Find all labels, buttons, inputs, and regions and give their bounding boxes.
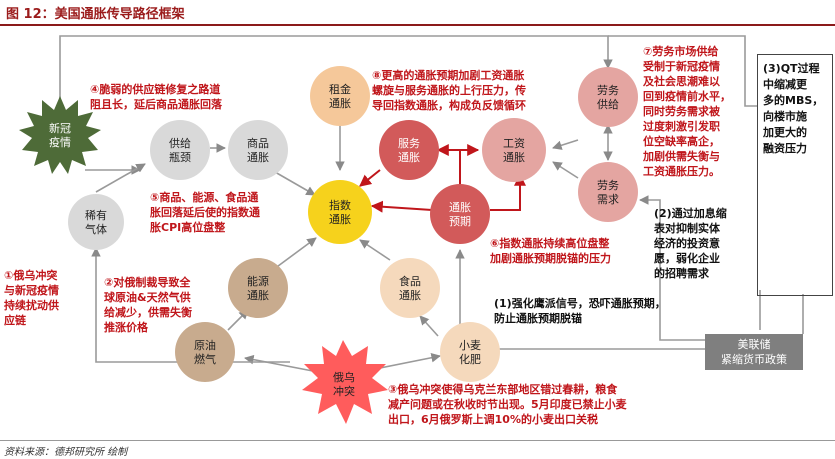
svg-text:预期: 预期 (449, 215, 471, 228)
node-food-inflation: 食品 通胀 (380, 258, 440, 318)
arrow-covid-labsupply (59, 35, 613, 128)
svg-text:气体: 气体 (85, 222, 107, 236)
arrow-goods-core (274, 171, 316, 196)
annotation-8: ⑧更高的通胀预期加剧工资通胀螺旋与服务通胀的上行压力，传 导回指数通胀，构成负反… (372, 69, 526, 112)
svg-text:小麦: 小麦 (459, 339, 481, 352)
svg-text:劳务: 劳务 (597, 179, 619, 192)
svg-text:通胀: 通胀 (247, 289, 269, 302)
node-labor-demand: 劳务 需求 (578, 162, 638, 222)
annotation-4: ④脆弱的供应链修复之路道阻且长，延后商品通胀回落 (90, 83, 222, 111)
svg-text:瓶颈: 瓶颈 (169, 150, 191, 164)
arrow-expect-wage (459, 144, 480, 188)
node-war-line2: 冲突 (333, 384, 355, 398)
svg-text:化肥: 化肥 (459, 352, 481, 366)
svg-text:供给: 供给 (169, 136, 191, 150)
node-core-inflation: 指数 通胀 (308, 180, 372, 244)
node-wheat-fertilizer: 小麦 化肥 (440, 322, 500, 382)
arrow-war-oil (244, 354, 319, 373)
policy-1-text: (1)强化鹰派信号，恐吓通胀预期，防止通胀预期脱锚 (494, 297, 666, 325)
footer-divider (0, 440, 835, 441)
node-energy-inflation: 能源 通胀 (228, 258, 288, 318)
feedback-loop (359, 144, 526, 213)
node-wage-inflation: 工资 通胀 (482, 118, 546, 182)
annotation-6: ⑥指数通胀持续高位盘整加剧通胀预期脱锚的压力 (490, 237, 611, 265)
covid-burst-icon (19, 96, 101, 174)
line-fed-qt (608, 35, 757, 107)
arrow-labdemand-wage (552, 161, 579, 179)
arrow-services-core (359, 169, 381, 187)
annotation-5: ⑤商品、能源、食品通胀回落延后使的指数通 胀CPI高位盘整 (150, 191, 260, 234)
arrow-food-core (359, 239, 391, 261)
svg-text:通胀: 通胀 (503, 151, 525, 164)
source-note: 资料来源：德邦研究所 绘制 (4, 447, 128, 458)
svg-text:能源: 能源 (247, 274, 269, 288)
node-rent-inflation: 租金 通胀 (310, 66, 370, 126)
svg-text:需求: 需求 (597, 193, 619, 206)
policy-3-text: (3)QT过程中缩减更 多的MBS，向楼市施 加更大的融资压力 (763, 62, 824, 155)
node-inflation-expectations: 通胀 预期 (430, 184, 490, 244)
svg-text:通胀: 通胀 (247, 151, 269, 164)
figure-title: 图 12：美国通胀传导路径框架 (6, 7, 185, 22)
node-rare-gas: 稀有 气体 (68, 194, 124, 250)
policy-3-box: (3)QT过程中缩减更 多的MBS，向楼市施 加更大的融资压力 (757, 54, 833, 296)
arrow-expect-wage-2 (490, 173, 526, 211)
annotation-1: ①俄乌冲突与新冠疫情 持续扰动供应链 (4, 269, 59, 327)
arrow-labsupply-wage (552, 139, 579, 150)
svg-text:服务: 服务 (398, 137, 420, 150)
node-labor-supply: 劳务 供给 (578, 67, 638, 127)
arrow-wheat-food (419, 315, 439, 337)
fed-policy-box: 美联储 紧缩货币政策 (705, 334, 803, 370)
svg-text:工资: 工资 (503, 137, 525, 150)
node-covid-line1: 新冠 (49, 121, 71, 135)
svg-text:劳务: 劳务 (597, 84, 619, 97)
svg-text:租金: 租金 (329, 82, 351, 96)
svg-text:商品: 商品 (247, 136, 269, 150)
arrow-raregas-supply (95, 163, 146, 193)
node-oil-gas: 原油 燃气 (175, 322, 235, 382)
svg-text:燃气: 燃气 (194, 352, 216, 366)
node-supply-bottleneck: 供给 瓶颈 (150, 120, 210, 180)
arrow-fed-labdemand (639, 195, 705, 341)
svg-text:通胀: 通胀 (329, 213, 351, 226)
svg-text:通胀: 通胀 (329, 97, 351, 110)
arrow-war-wheat (379, 352, 441, 369)
svg-text:供给: 供给 (597, 97, 619, 111)
node-goods-inflation: 商品 通胀 (228, 120, 288, 180)
node-covid-line2: 疫情 (49, 135, 71, 149)
svg-text:通胀: 通胀 (449, 201, 471, 214)
svg-text:稀有: 稀有 (85, 208, 107, 222)
war-burst-icon (302, 340, 388, 424)
svg-text:食品: 食品 (399, 274, 421, 288)
fed-policy-line2: 紧缩货币政策 (721, 353, 787, 366)
fed-policy-line1: 美联储 (737, 338, 771, 351)
svg-text:通胀: 通胀 (399, 289, 421, 302)
annotation-7: ⑦劳务市场供给受制于新冠疫情 及社会思潮难以回到疫情前水平， 同时劳务需求被过度… (643, 45, 731, 178)
node-war-line1: 俄乌 (333, 370, 355, 384)
svg-text:指数: 指数 (329, 198, 351, 212)
svg-text:通胀: 通胀 (398, 151, 420, 164)
annotation-2: ②对俄制裁导致全球原油&天然气供 给减少，供需失衡推涨价格 (104, 276, 192, 334)
title-bar: 图 12：美国通胀传导路径框架 (0, 0, 835, 26)
svg-text:原油: 原油 (194, 338, 216, 352)
node-services-inflation: 服务 通胀 (379, 120, 439, 180)
policy-2-text: (2)通过加息缩表对抑制实体 经济的投资意愿，弱化企业 的招聘需求 (654, 207, 727, 280)
annotation-3: ③俄乌冲突使得乌克兰东部地区错过春耕，粮食减产问题或在秋收时节出现。5月印度已禁… (388, 383, 627, 426)
arrow-expect-core (370, 200, 433, 213)
